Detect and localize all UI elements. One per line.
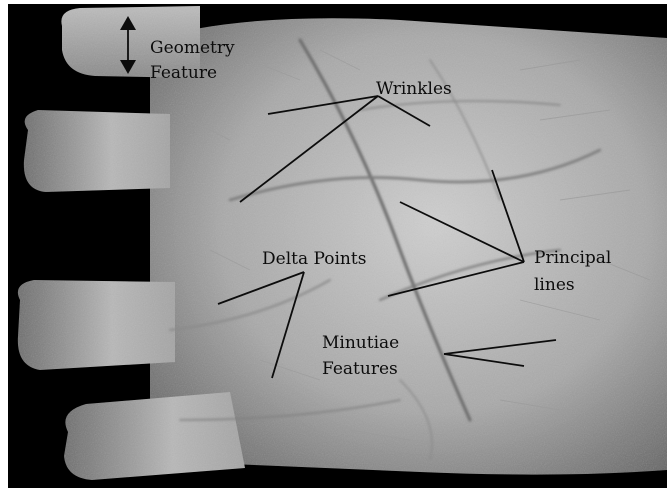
minutiae-features-label-line2: Features: [322, 359, 398, 379]
wrinkles-label: Wrinkles: [376, 79, 452, 99]
finger-2: [24, 110, 170, 192]
finger-4: [64, 392, 245, 480]
principal-lines-label-line2: lines: [534, 275, 575, 295]
geometry-feature-label-line1: Geometry: [150, 38, 235, 58]
finger-3: [18, 280, 175, 370]
geometry-feature-label-line2: Feature: [150, 63, 217, 83]
delta-points-label: Delta Points: [262, 249, 366, 269]
principal-lines-label-line1: Principal: [534, 248, 611, 268]
minutiae-features-label-line1: Minutiae: [322, 333, 399, 353]
